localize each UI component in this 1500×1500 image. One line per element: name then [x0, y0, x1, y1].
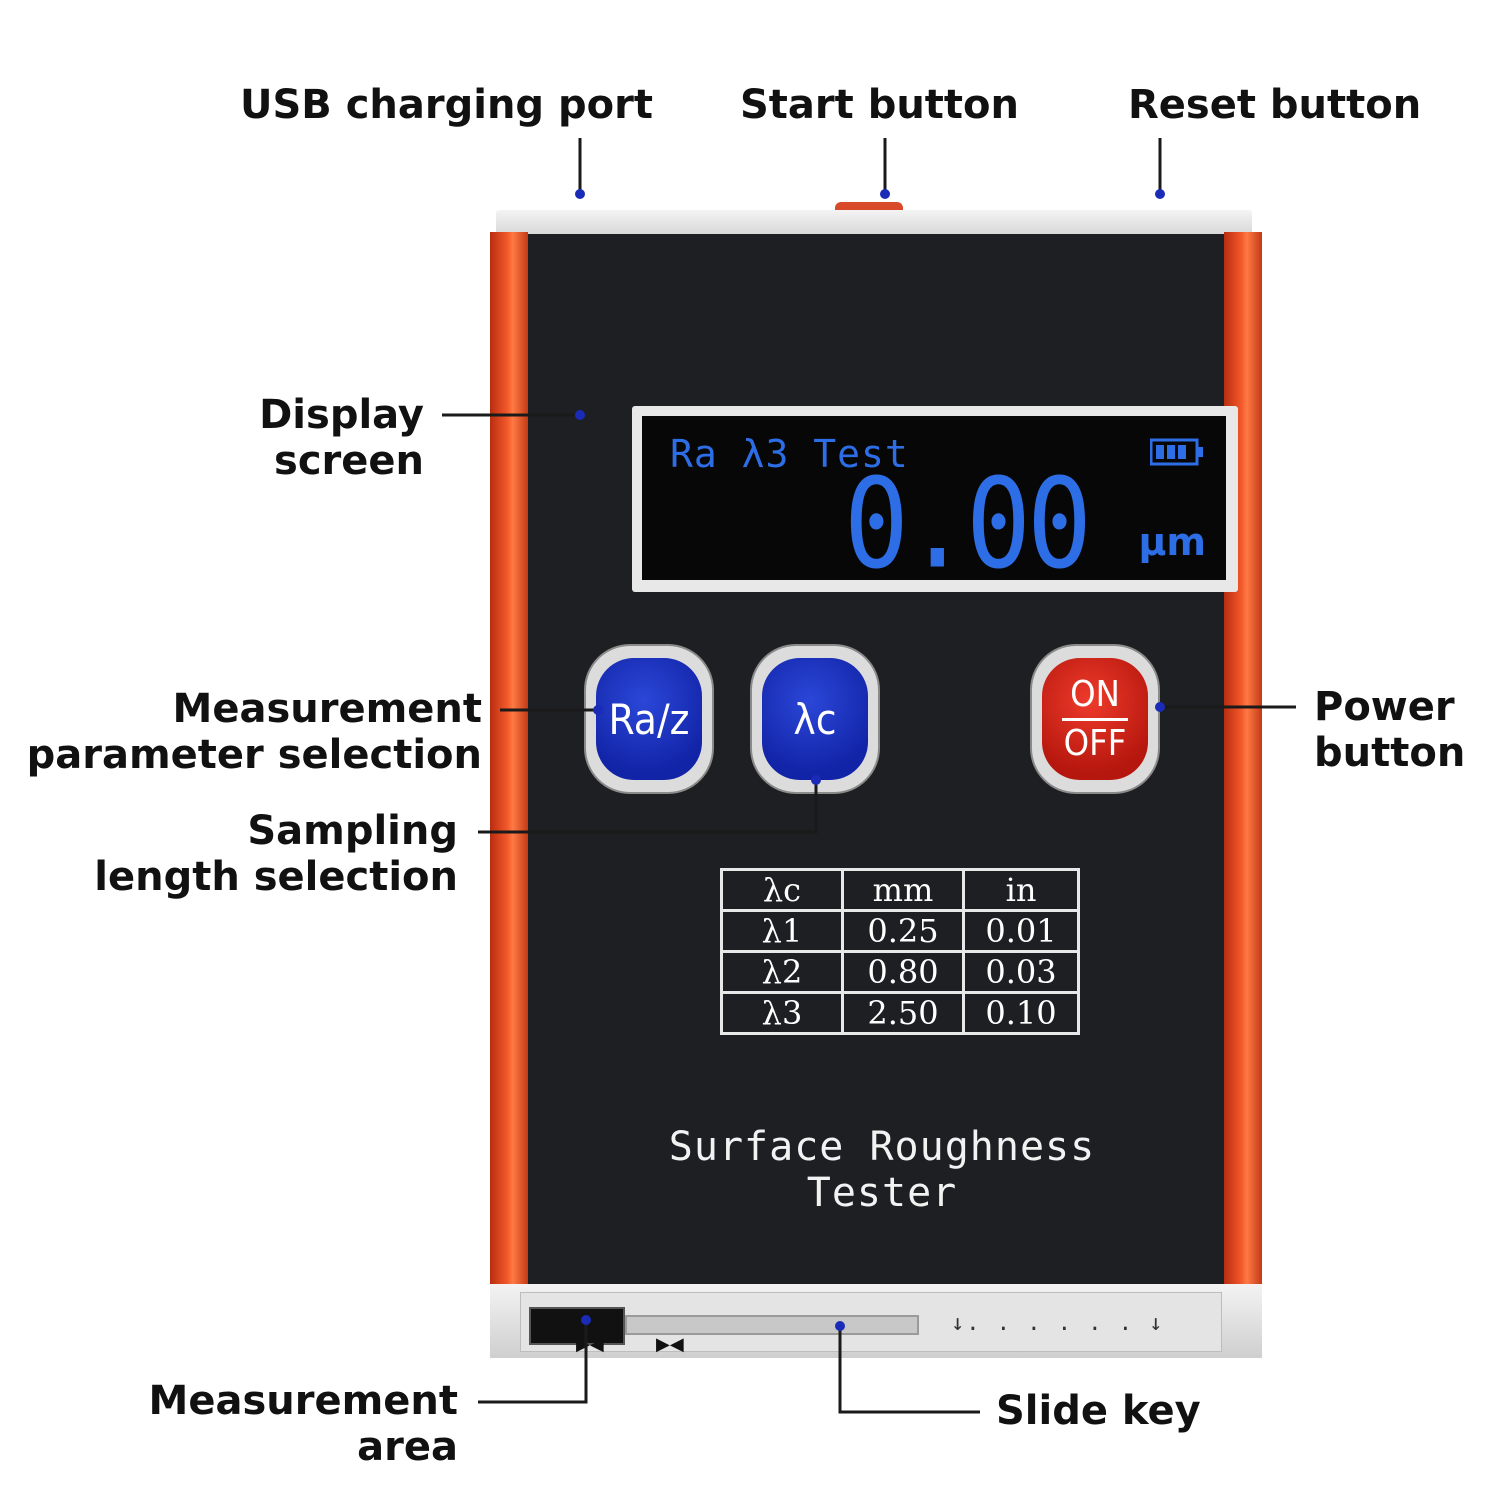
sampling-button-label: λc: [793, 694, 837, 744]
table-header-row: λc mm in: [720, 868, 1080, 912]
front-panel: Ra λ3 Test 0.00 µm Ra/z λc: [528, 234, 1238, 1284]
scale-marks: ↓. . . . . . ↓: [951, 1311, 1165, 1336]
table-cell: 0.01: [962, 909, 1080, 953]
param-button-label: Ra/z: [608, 694, 690, 744]
brand-text: Surface Roughness Tester: [668, 1124, 1096, 1216]
sampling-length-label: Sampling length selection: [94, 808, 458, 900]
sampling-length-button[interactable]: λc: [762, 658, 868, 780]
slide-key-label: Slide key: [996, 1388, 1201, 1434]
table-cell: λ3: [720, 991, 844, 1035]
table-cell: 0.80: [841, 950, 965, 994]
table-cell: 0.10: [962, 991, 1080, 1035]
power-on-text: ON: [1070, 673, 1120, 715]
marker-icon: ▶◀: [576, 1334, 604, 1355]
sampling-button-ring: λc: [752, 646, 878, 792]
power-button[interactable]: ON OFF: [1042, 658, 1148, 780]
table-cell: λ2: [720, 950, 844, 994]
table-cell: λ1: [720, 909, 844, 953]
marker-icon: ▶◀: [656, 1334, 684, 1355]
sampling-length-table: λc mm in λ1 0.25 0.01 λ2 0.80 0.03 λ3 2.…: [720, 868, 1080, 1035]
display-screen: Ra λ3 Test 0.00 µm: [632, 406, 1238, 596]
parameter-select-button[interactable]: Ra/z: [596, 658, 702, 780]
power-divider: [1062, 717, 1128, 721]
measurement-track: ↓. . . . . . ↓: [520, 1292, 1222, 1352]
power-off-text: OFF: [1063, 722, 1127, 764]
top-cap: [496, 210, 1252, 236]
left-rail: [490, 232, 528, 1350]
table-cell: 2.50: [841, 991, 965, 1035]
table-row: λ3 2.50 0.10: [720, 991, 1080, 1035]
power-button-label: ON OFF: [1062, 674, 1128, 765]
measurement-area-label: Measurement area: [148, 1378, 458, 1470]
roughness-tester-device: Ra λ3 Test 0.00 µm Ra/z λc: [490, 202, 1262, 1358]
battery-icon: [1150, 438, 1203, 466]
lcd-value: 0.00: [843, 452, 1092, 597]
power-button-ring: ON OFF: [1032, 646, 1158, 792]
slide-key[interactable]: [625, 1315, 919, 1335]
table-cell: 0.25: [841, 909, 965, 953]
right-rail: [1224, 232, 1262, 1350]
table-cell: 0.03: [962, 950, 1080, 994]
table-header-cell: in: [962, 868, 1080, 912]
lcd: Ra λ3 Test 0.00 µm: [642, 416, 1226, 596]
reset-button-label: Reset button: [1128, 82, 1422, 128]
table-header-cell: λc: [720, 868, 844, 912]
display-screen-label: Display screen: [259, 392, 424, 484]
table-header-cell: mm: [841, 868, 965, 912]
table-row: λ1 0.25 0.01: [720, 909, 1080, 953]
power-button-label: Power button: [1314, 684, 1466, 776]
lcd-status-text: Ra λ3 Test: [670, 432, 909, 476]
parameter-selection-label: Measurement parameter selection: [26, 686, 482, 778]
table-row: λ2 0.80 0.03: [720, 950, 1080, 994]
param-button-ring: Ra/z: [586, 646, 712, 792]
start-button[interactable]: [835, 202, 903, 212]
usb-port-label: USB charging port: [240, 82, 653, 128]
lcd-unit: µm: [1138, 520, 1206, 564]
bottom-bar: ↓. . . . . . ↓ ▶◀ ▶◀: [490, 1284, 1262, 1358]
start-button-label: Start button: [740, 82, 1020, 128]
